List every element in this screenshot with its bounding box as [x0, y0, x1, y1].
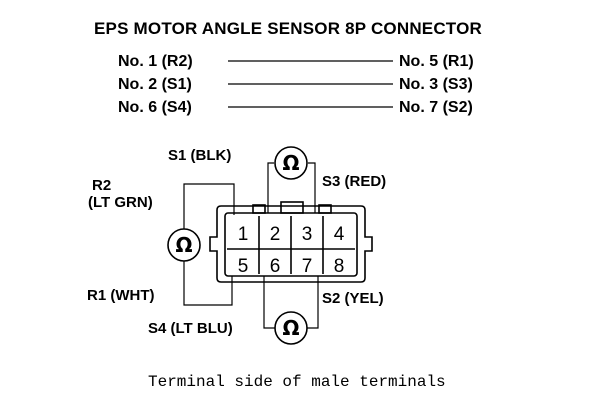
connector-8p [209, 201, 373, 283]
meter-leads [183, 162, 319, 329]
pin-numbers: 1 2 3 4 5 6 7 8 [238, 224, 345, 277]
lead-pin3-top [308, 162, 316, 213]
connector-lock-tab-left [252, 204, 266, 214]
ohmmeter-bottom: Ω [274, 311, 308, 345]
terminal-pair-list: No. 1 (R2) No. 5 (R1) No. 2 (S1) No. 3 (… [118, 53, 474, 116]
pin-3: 3 [302, 224, 313, 245]
wire-labels: S1 (BLK) S3 (RED) R2 (LT GRN) R1 (WHT) S… [87, 147, 386, 337]
pair-1-right: No. 5 (R1) [399, 53, 474, 70]
connector-lock-tab-right [318, 204, 332, 214]
label-s2: S2 (YEL) [322, 290, 384, 307]
ohmmeter-bottom-circle [274, 311, 308, 345]
pin-2: 2 [270, 224, 281, 245]
label-r1: R1 (WHT) [87, 287, 155, 304]
label-s3: S3 (RED) [322, 173, 386, 190]
label-r2-line2: (LT GRN) [88, 194, 153, 211]
label-s4: S4 (LT BLU) [148, 320, 233, 337]
diagram-title: EPS MOTOR ANGLE SENSOR 8P CONNECTOR [94, 19, 482, 38]
lead-pin5-left [183, 259, 233, 306]
pair-3-left: No. 6 (S4) [118, 99, 192, 116]
pair-2-left: No. 2 (S1) [118, 76, 192, 93]
lead-pin7-bottom [307, 276, 319, 329]
ohm-icon: Ω [282, 316, 299, 340]
ohm-icon: Ω [175, 233, 192, 257]
lead-pin1-left [183, 183, 235, 231]
connector-lock-tab-center [280, 201, 304, 214]
pair-3-right: No. 7 (S2) [399, 99, 473, 116]
lead-pin6-bottom [263, 276, 275, 329]
ohmmeter-top: Ω [274, 146, 308, 180]
pin-6: 6 [270, 256, 281, 277]
ohmmeter-top-circle [274, 146, 308, 180]
ohm-icon: Ω [282, 151, 299, 175]
ohmmeter-left-circle [167, 228, 201, 262]
pair-2-right: No. 3 (S3) [399, 76, 473, 93]
pin-5: 5 [238, 256, 249, 277]
ohmmeter-left: Ω [167, 228, 201, 262]
pin-4: 4 [334, 224, 345, 245]
pin-7: 7 [302, 256, 313, 277]
pin-8: 8 [334, 256, 345, 277]
label-r2-line1: R2 [92, 177, 111, 194]
label-s1: S1 (BLK) [168, 147, 231, 164]
pair-1-left: No. 1 (R2) [118, 53, 193, 70]
pin-1: 1 [238, 224, 249, 245]
diagram-caption: Terminal side of male terminals [148, 373, 446, 391]
lead-pin2-top [267, 162, 274, 213]
connector-outer-shell [209, 205, 373, 283]
